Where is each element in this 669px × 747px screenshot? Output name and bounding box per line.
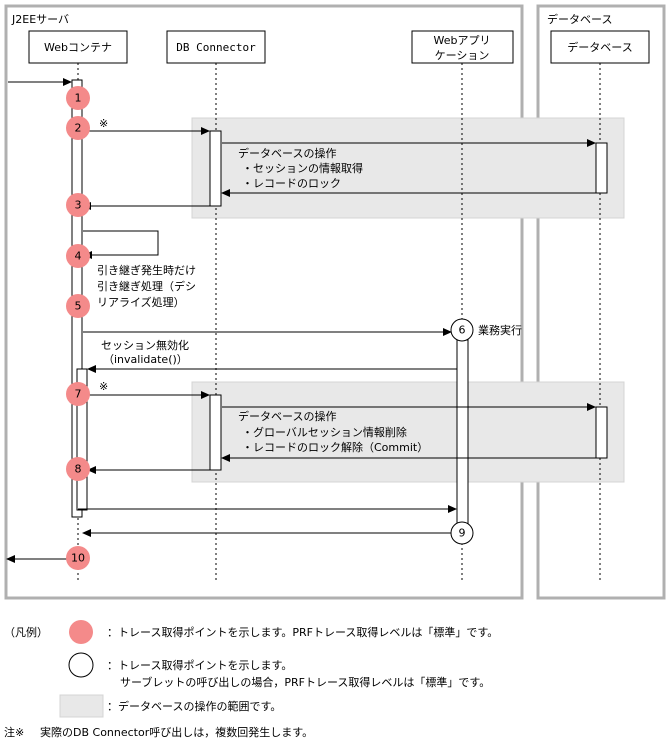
trace-point-number: 6 [459, 324, 466, 337]
legend-open-text-line-1: ：トレース取得ポイントを示します。 [107, 659, 292, 672]
db-connector-activation-2 [209, 394, 222, 471]
asterisk-note-2: ※ [99, 380, 108, 393]
web-container-box [28, 30, 128, 64]
webapp-activation [456, 339, 469, 531]
legend-gray-box [59, 694, 104, 718]
trace-point-9: 9 [450, 521, 474, 545]
asterisk-note-1: ※ [99, 117, 108, 130]
trace-point-6: 6 [450, 318, 474, 342]
legend-filled-circle [69, 620, 93, 644]
db-operation-2-item-1: ・グローバルセッション情報削除 [242, 425, 407, 439]
db-operation-2-item-2: ・レコードのロック解除（Commit） [242, 440, 428, 454]
web-container-label: Webコンテナ [44, 41, 112, 54]
trace-point-number: 3 [75, 199, 82, 212]
db-operation-range-2 [191, 381, 625, 483]
footnote-label: 注※ [4, 725, 24, 739]
takeover-note-line-3: リアライズ処理） [97, 295, 185, 309]
trace-point-number: 4 [75, 250, 82, 263]
legend-title: （凡例） [4, 625, 48, 639]
j2ee-server-label: J2EEサーバ [11, 13, 69, 26]
database-label: データベース [567, 40, 632, 54]
takeover-note-line-1: 引き継ぎ発生時だけ [97, 263, 196, 277]
db-connector-activation-1 [209, 130, 222, 207]
db-operation-range-1 [191, 117, 625, 219]
self-call-arrow [83, 230, 159, 259]
trace-point-4: 4 [66, 244, 90, 268]
trace-point-number: 1 [75, 92, 82, 105]
trace-point-number: 9 [459, 527, 466, 540]
trace-point-number: 2 [75, 122, 82, 135]
trace-point-number: 8 [75, 463, 82, 476]
db-operation-1-title: データベースの操作 [238, 146, 336, 160]
db-connector-box [166, 30, 266, 64]
business-execution-label: 業務実行 [478, 323, 522, 337]
db-connector-label: DB Connector [176, 41, 256, 54]
webapp-label-line2: ケーション [435, 49, 490, 62]
invalidate-label-line-1: セッション無効化 [101, 338, 189, 352]
trace-point-7: 7 [66, 382, 90, 406]
trace-point-1: 1 [66, 86, 90, 110]
trace-point-number: 10 [71, 552, 85, 565]
legend-filled-text: ：トレース取得ポイントを示します。PRFトレース取得レベルは「標準」です。 [107, 625, 498, 639]
legend-open-circle [68, 652, 94, 678]
j2ee-server-frame [4, 4, 524, 600]
trace-point-8: 8 [66, 457, 90, 481]
trace-point-10: 10 [66, 546, 90, 570]
database-activation-1 [595, 142, 608, 194]
database-activation-2 [595, 406, 608, 459]
trace-point-5: 5 [66, 294, 90, 318]
db-operation-1-item-1: ・セッションの情報取得 [242, 162, 363, 175]
webapp-label-line1: Webアプリ [434, 34, 491, 47]
invalidate-label-line-2: （invalidate()） [103, 353, 188, 366]
trace-point-number: 5 [75, 300, 82, 313]
legend-open-text-line-2: サーブレットの呼び出しの場合，PRFトレース取得レベルは「標準」です。 [120, 675, 490, 689]
database-server-frame [536, 4, 666, 600]
trace-point-number: 7 [75, 388, 82, 401]
database-box [550, 30, 650, 64]
takeover-note-line-2: 引き継ぎ処理（デシ [97, 279, 196, 293]
legend-gray-text: ：データベースの操作の範囲です。 [107, 699, 281, 713]
database-server-label: データベース [547, 12, 612, 26]
db-operation-2-title: データベースの操作 [238, 409, 336, 423]
web-container-activation-2 [76, 368, 88, 511]
db-operation-1-item-2: ・レコードのロック [242, 177, 341, 190]
trace-point-2: 2 [66, 116, 90, 140]
trace-point-3: 3 [66, 193, 90, 217]
footnote-text: 実際のDB Connector呼び出しは，複数回発生します。 [40, 725, 313, 739]
